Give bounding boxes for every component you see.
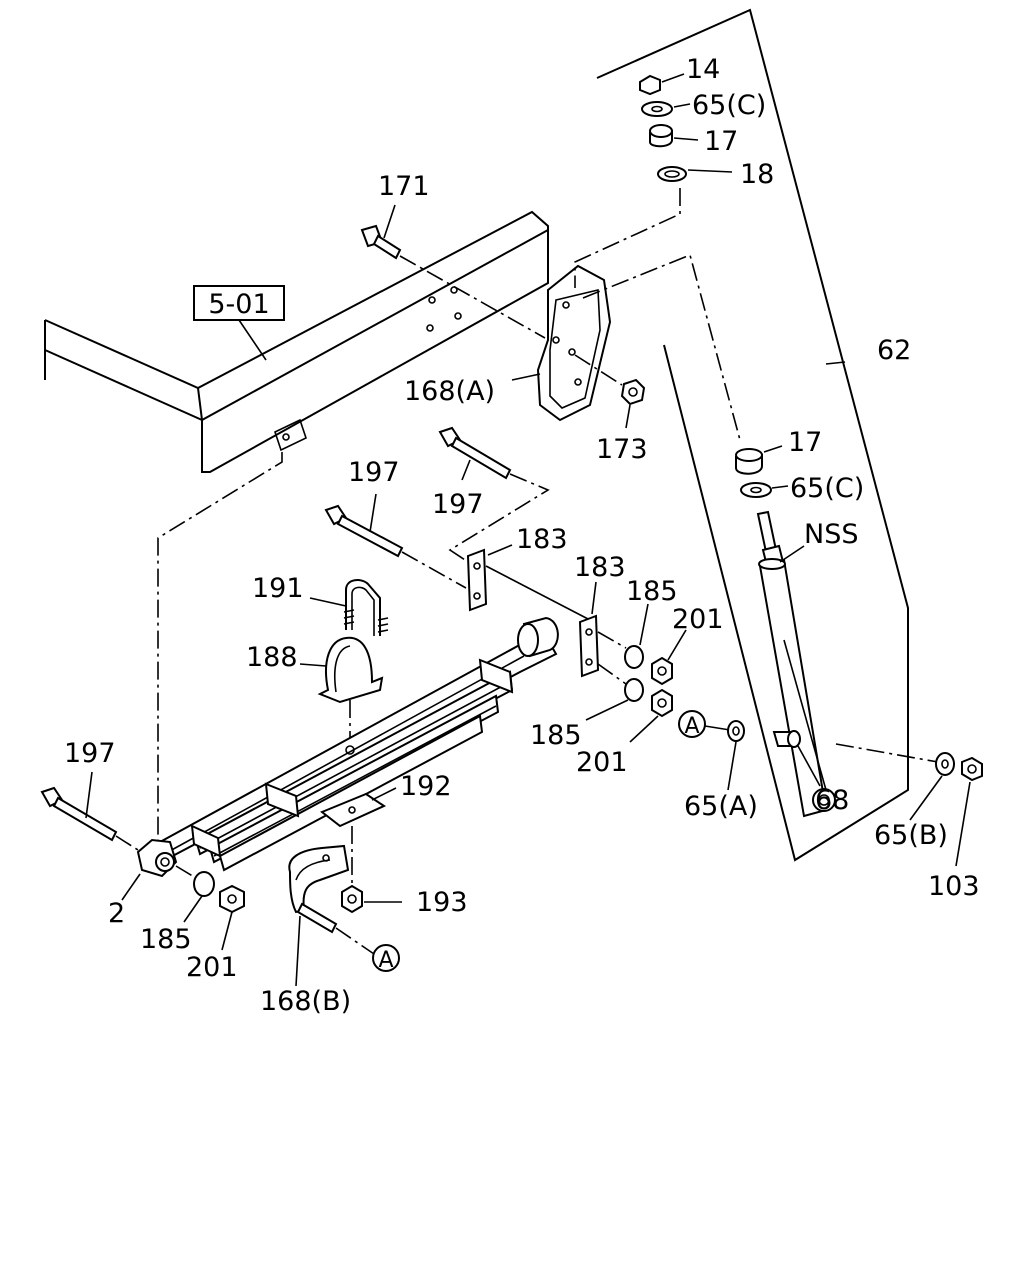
washer-185-b: 185 <box>530 678 644 751</box>
shackle-183-b: 183 <box>574 552 626 678</box>
washer-65c-top: 65(C) <box>641 90 766 121</box>
leaf-spring-2: 2 <box>108 616 559 929</box>
callout-103: 103 <box>928 871 980 902</box>
washer-185-c: 185 <box>140 871 215 955</box>
callout-173: 173 <box>596 434 648 465</box>
callout-192: 192 <box>400 771 452 802</box>
callout-188: 188 <box>246 642 298 673</box>
callout-168a: 168(A) <box>404 376 495 407</box>
callout-201-b: 201 <box>576 747 628 778</box>
callout-183-a: 183 <box>516 524 568 555</box>
callout-14: 14 <box>686 54 720 85</box>
bolt-171: 171 <box>360 171 430 260</box>
nut-201-c: 201 <box>186 884 245 983</box>
washer-65c-mid: 65(C) <box>740 473 864 504</box>
callout-185-a: 185 <box>626 576 678 607</box>
callout-193: 193 <box>416 887 468 918</box>
callout-2: 2 <box>108 898 125 929</box>
callout-197-c: 197 <box>64 738 116 769</box>
callout-197-a: 197 <box>432 489 484 520</box>
frame-rail <box>44 210 549 473</box>
callout-168b: 168(B) <box>260 986 351 1017</box>
bolt-197-a: 197 <box>432 426 512 520</box>
bushing-17-top: 17 <box>649 124 738 157</box>
callout-191: 191 <box>252 573 304 604</box>
callout-nss: NSS <box>804 519 858 550</box>
callout-201-a: 201 <box>672 604 724 635</box>
callout-65b: 65(B) <box>874 820 948 851</box>
ref-box-label: 5-01 <box>208 289 269 320</box>
callout-197-b: 197 <box>348 457 400 488</box>
callout-17-mid: 17 <box>788 427 822 458</box>
callout-62: 62 <box>877 335 911 366</box>
circle-marker-a-left-label: A <box>378 948 393 973</box>
circle-marker-a-right-label: A <box>684 714 699 739</box>
circle-marker-a-left: A <box>372 944 400 973</box>
washer-65a: 65(A) <box>684 720 758 822</box>
nut-201-a: 201 <box>651 604 724 686</box>
bracket-168b: 168(B) <box>260 844 351 1017</box>
washer-185-a: 185 <box>624 576 678 669</box>
callout-65c-top: 65(C) <box>692 90 766 121</box>
callout-171: 171 <box>378 171 430 202</box>
callout-65a: 65(A) <box>684 791 758 822</box>
saddle-188: 188 <box>246 636 384 704</box>
callout-185-c: 185 <box>140 924 192 955</box>
bushing-17-mid: 17 <box>735 427 822 475</box>
nut-193: 193 <box>341 884 468 918</box>
bracket-168a: 168(A) <box>404 264 612 422</box>
shock-kit-outline: 62 <box>596 8 911 862</box>
nut-173: 173 <box>596 378 648 465</box>
callout-68: 68 <box>815 785 849 816</box>
nut-14: 14 <box>639 54 720 96</box>
callout-65c-mid: 65(C) <box>790 473 864 504</box>
callout-18: 18 <box>740 159 774 190</box>
retainer-18: 18 <box>657 159 774 190</box>
nut-201-b: 201 <box>576 688 673 778</box>
plate-192: 192 <box>320 771 452 828</box>
callout-183-b: 183 <box>574 552 626 583</box>
u-bolt-191: 191 <box>252 573 389 636</box>
callout-17-top: 17 <box>704 126 738 157</box>
ref-box: 5-01 <box>193 285 285 361</box>
bolt-197-c: 197 <box>40 738 118 842</box>
bolt-197-b: 197 <box>324 457 404 558</box>
callout-201-c: 201 <box>186 952 238 983</box>
callout-185-b: 185 <box>530 720 582 751</box>
circle-marker-a-right: A <box>678 710 731 739</box>
washer-65b: 65(B) <box>874 752 955 851</box>
nut-103: 103 <box>928 756 983 902</box>
shackle-183-a: 183 <box>466 524 568 612</box>
bushing-68: 68 <box>772 730 849 816</box>
